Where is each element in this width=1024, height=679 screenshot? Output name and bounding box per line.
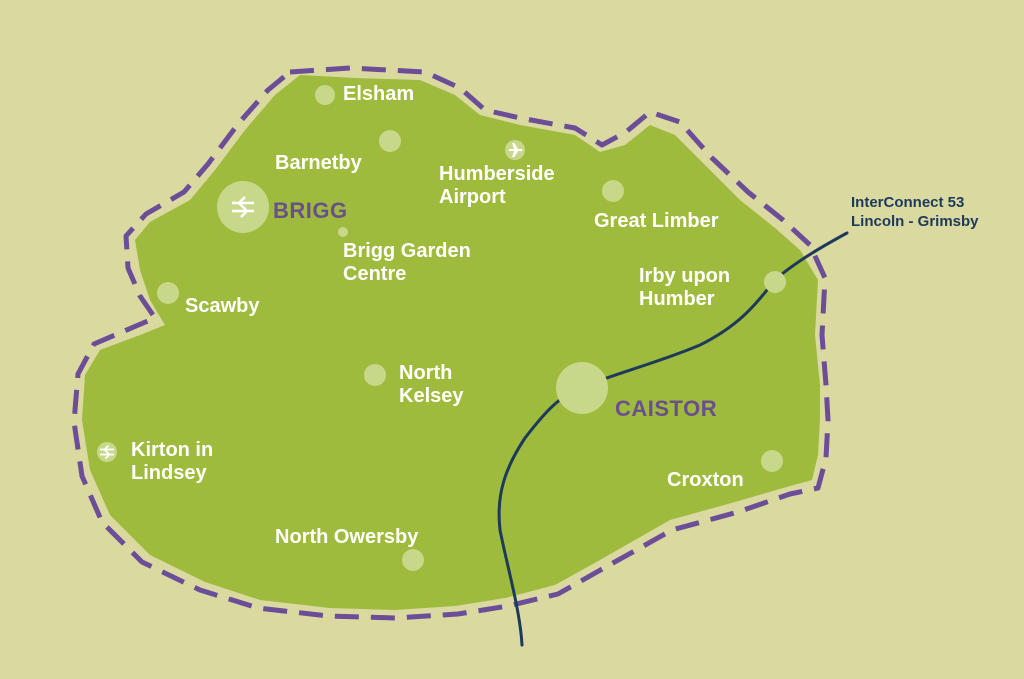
- route-description: Lincoln - Grimsby: [851, 213, 979, 230]
- place-label-irby-upon-humber: Irby upon Humber: [639, 265, 730, 311]
- great-limber-marker: [602, 180, 624, 202]
- place-label-barnetby: Barnetby: [275, 152, 362, 174]
- place-label-line: Humberside: [439, 163, 555, 185]
- rail-station-icon: [97, 442, 117, 462]
- place-label-line: North: [399, 362, 453, 384]
- irby-upon-humber-marker: [764, 271, 786, 293]
- place-label-great-limber: Great Limber: [594, 210, 719, 232]
- place-label-line: Centre: [343, 263, 407, 285]
- place-label-scawby: Scawby: [185, 295, 260, 317]
- place-label-line: Irby upon: [639, 265, 731, 287]
- rail-station-icon: [232, 196, 254, 218]
- place-label-line: Humber: [639, 288, 715, 310]
- place-label-north-owersby: North Owersby: [275, 526, 419, 548]
- place-label-line: Airport: [439, 186, 506, 208]
- route-label: InterConnect 53 Lincoln - Grimsby: [851, 193, 979, 231]
- place-label-elsham: Elsham: [343, 83, 415, 105]
- place-label-line: Kelsey: [399, 385, 464, 407]
- airport-icon: [505, 140, 525, 160]
- barnetby-marker: [379, 130, 401, 152]
- place-label-north-kelsey: North Kelsey: [399, 362, 464, 408]
- place-label-humberside-airport: Humberside Airport: [439, 163, 555, 209]
- place-label-brigg: BRIGG: [273, 198, 348, 223]
- route-name: InterConnect 53: [851, 194, 965, 211]
- brigg-garden-centre-marker: [338, 227, 348, 237]
- service-area-fill: [82, 75, 820, 610]
- place-label-kirton-in-lindsey: Kirton in Lindsey: [131, 439, 213, 485]
- scawby-marker: [157, 282, 179, 304]
- service-area-boundary: [71, 65, 831, 621]
- north-kelsey-marker: [364, 364, 386, 386]
- place-label-line: Brigg Garden: [343, 240, 471, 262]
- caistor-marker: [556, 362, 608, 414]
- place-label-caistor: CAISTOR: [615, 396, 718, 421]
- elsham-marker: [315, 85, 335, 105]
- croxton-marker: [761, 450, 783, 472]
- place-label-brigg-garden-centre: Brigg Garden Centre: [343, 240, 471, 286]
- place-label-line: Lindsey: [131, 462, 207, 484]
- place-label-croxton: Croxton: [667, 469, 744, 491]
- north-owersby-marker: [402, 549, 424, 571]
- place-label-line: Kirton in: [131, 439, 214, 461]
